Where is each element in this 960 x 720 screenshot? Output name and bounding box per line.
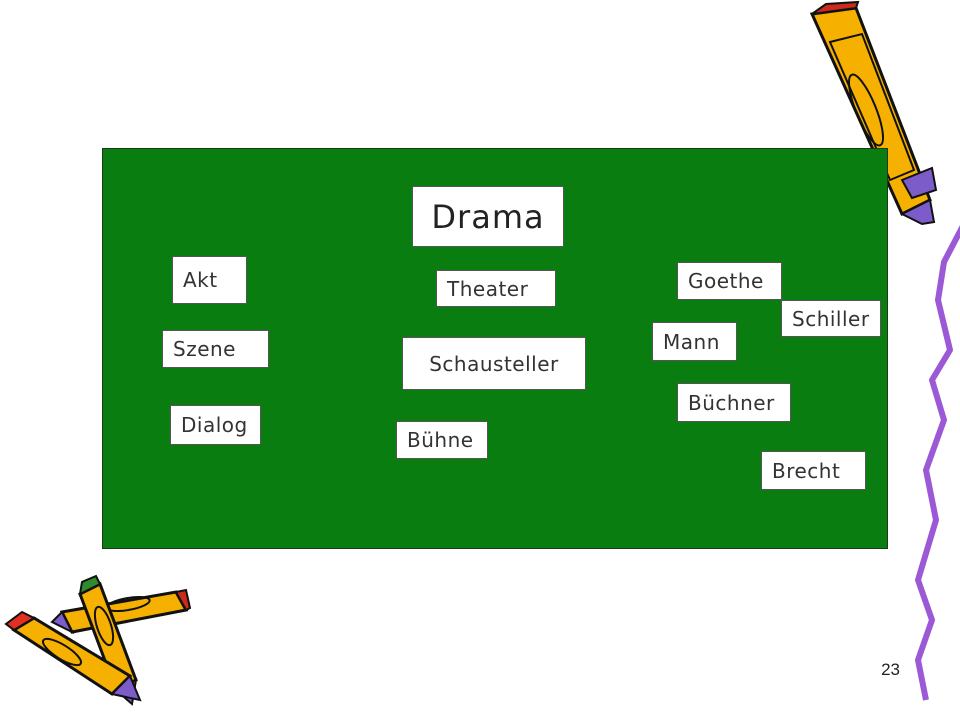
title-drama: Drama bbox=[412, 186, 564, 247]
word-schausteller: Schausteller bbox=[402, 337, 586, 390]
word-mann: Mann bbox=[652, 322, 737, 361]
word-szene: Szene bbox=[162, 330, 269, 368]
word-schiller: Schiller bbox=[781, 300, 881, 337]
page-number: 23 bbox=[881, 660, 900, 679]
squiggle-line bbox=[915, 224, 960, 701]
word-buehne: Bühne bbox=[396, 421, 488, 459]
word-brecht: Brecht bbox=[761, 451, 866, 490]
word-goethe: Goethe bbox=[677, 262, 782, 300]
pencil-icon bbox=[809, 0, 938, 226]
word-dialog: Dialog bbox=[170, 405, 261, 445]
crossed-pencils-icon bbox=[4, 574, 192, 706]
word-buechner: Büchner bbox=[677, 383, 791, 422]
word-akt: Akt bbox=[172, 256, 247, 304]
word-theater: Theater bbox=[436, 270, 556, 307]
